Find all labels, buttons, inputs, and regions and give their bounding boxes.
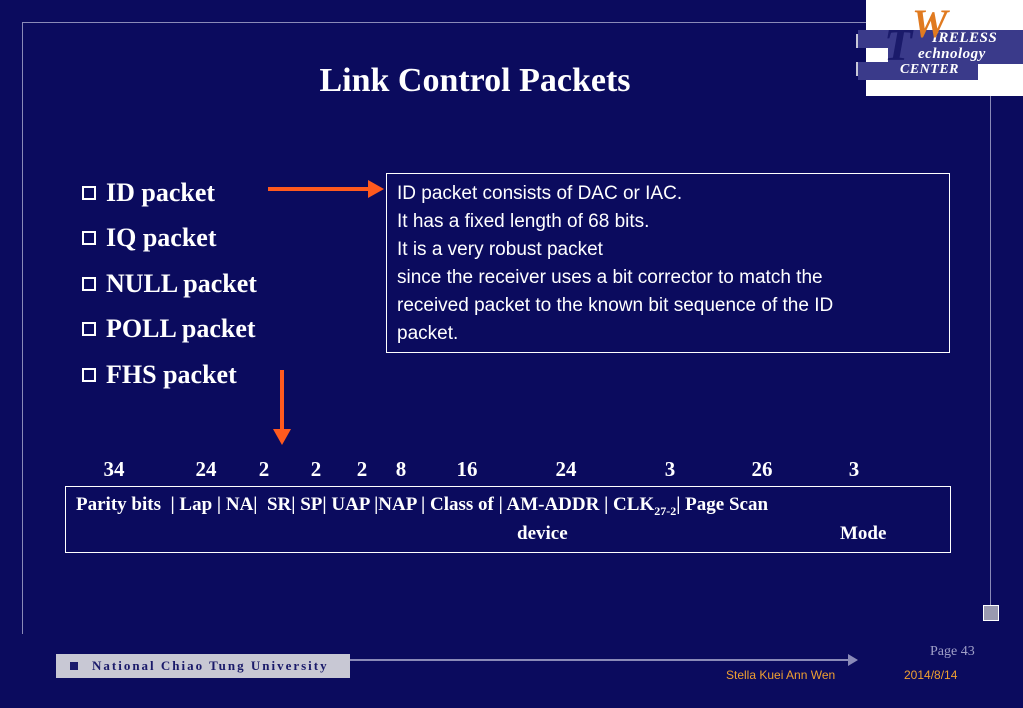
footer-line bbox=[80, 659, 850, 661]
logo-line1: IRELESS bbox=[858, 30, 1023, 48]
bit-length: 2 bbox=[258, 457, 270, 481]
field-names-row: Parity bits | Lap | NA| SR| SP| UAP |NAP… bbox=[76, 494, 769, 518]
info-line: ID packet consists of DAC or IAC. bbox=[397, 183, 683, 204]
bit-length: 3 bbox=[848, 457, 860, 481]
id-packet-description-box: ID packet consists of DAC or IAC. It has… bbox=[386, 173, 950, 353]
field-nap: NAP bbox=[378, 494, 417, 515]
bit-length: 26 bbox=[751, 457, 773, 481]
logo-letter-w: W bbox=[912, 1, 948, 46]
page-number: Page 43 bbox=[930, 644, 975, 659]
field-uap: UAP bbox=[331, 494, 370, 515]
field-class-of-device-line2: device bbox=[517, 523, 568, 544]
info-line: since the receiver uses a bit corrector … bbox=[397, 267, 823, 288]
square-bullet-icon bbox=[82, 185, 96, 200]
info-line: received packet to the known bit sequenc… bbox=[397, 295, 834, 316]
slide-title: Link Control Packets bbox=[319, 62, 631, 99]
wireless-technology-center-logo: IRELESS echnology CENTER T W bbox=[856, 0, 1023, 96]
bit-length: 2 bbox=[310, 457, 322, 481]
bit-length: 24 bbox=[555, 457, 577, 481]
info-line: packet. bbox=[397, 323, 459, 344]
field-bit-lengths: 34 24 2 2 2 8 16 24 3 26 3 bbox=[0, 457, 1023, 483]
frame-top-line bbox=[22, 22, 866, 23]
square-bullet-icon bbox=[82, 231, 96, 246]
square-bullet-icon bbox=[70, 662, 78, 670]
field-page-scan-line2: Mode bbox=[840, 523, 887, 544]
author-name: Stella Kuei Ann Wen bbox=[726, 668, 836, 682]
bit-length: 24 bbox=[195, 457, 217, 481]
field-page-scan: Page Scan bbox=[685, 494, 769, 515]
field-lap: Lap bbox=[179, 494, 213, 515]
info-line: It has a fixed length of 68 bits. bbox=[397, 211, 650, 232]
list-item: IQ packet bbox=[82, 216, 257, 262]
footer-arrow-icon bbox=[848, 654, 858, 666]
field-na: NA bbox=[225, 494, 254, 515]
info-line: It is a very robust packet bbox=[397, 239, 603, 260]
frame-left-line bbox=[22, 22, 23, 634]
fhs-packet-format-box: Parity bits | Lap | NA| SR| SP| UAP |NAP… bbox=[65, 486, 951, 553]
square-bullet-icon bbox=[82, 322, 96, 337]
corner-square-decoration bbox=[983, 605, 999, 621]
square-bullet-icon bbox=[82, 367, 96, 382]
logo-line3: CENTER bbox=[858, 62, 978, 80]
slide-date: 2014/8/14 bbox=[904, 668, 958, 682]
right-arrow-head bbox=[368, 180, 384, 198]
field-sp: SP bbox=[300, 494, 323, 515]
logo-letter-t: T bbox=[884, 19, 913, 70]
packet-list: ID packet IQ packet NULL packet POLL pac… bbox=[82, 170, 257, 398]
field-am-addr: AM-ADDR bbox=[506, 494, 600, 515]
field-sr: SR bbox=[266, 494, 292, 515]
list-item: FHS packet bbox=[82, 352, 257, 398]
list-item: ID packet bbox=[82, 170, 257, 216]
square-bullet-icon bbox=[82, 276, 96, 291]
down-arrow-head bbox=[273, 429, 291, 445]
field-class-of-device: Class of bbox=[429, 494, 494, 515]
bit-length: 16 bbox=[456, 457, 478, 481]
university-banner: National Chiao Tung University bbox=[56, 654, 350, 678]
bit-length: 8 bbox=[395, 457, 407, 481]
logo-line2: echnology bbox=[888, 46, 1023, 64]
field-parity: Parity bits bbox=[76, 494, 161, 515]
frame-right-line bbox=[990, 96, 991, 606]
bit-length: 2 bbox=[356, 457, 368, 481]
bit-length: 3 bbox=[664, 457, 676, 481]
university-name: National Chiao Tung University bbox=[92, 658, 329, 673]
list-item: NULL packet bbox=[82, 261, 257, 307]
list-item: POLL packet bbox=[82, 307, 257, 353]
bit-length: 34 bbox=[103, 457, 125, 481]
field-clk: CLK27-2 bbox=[613, 494, 677, 518]
